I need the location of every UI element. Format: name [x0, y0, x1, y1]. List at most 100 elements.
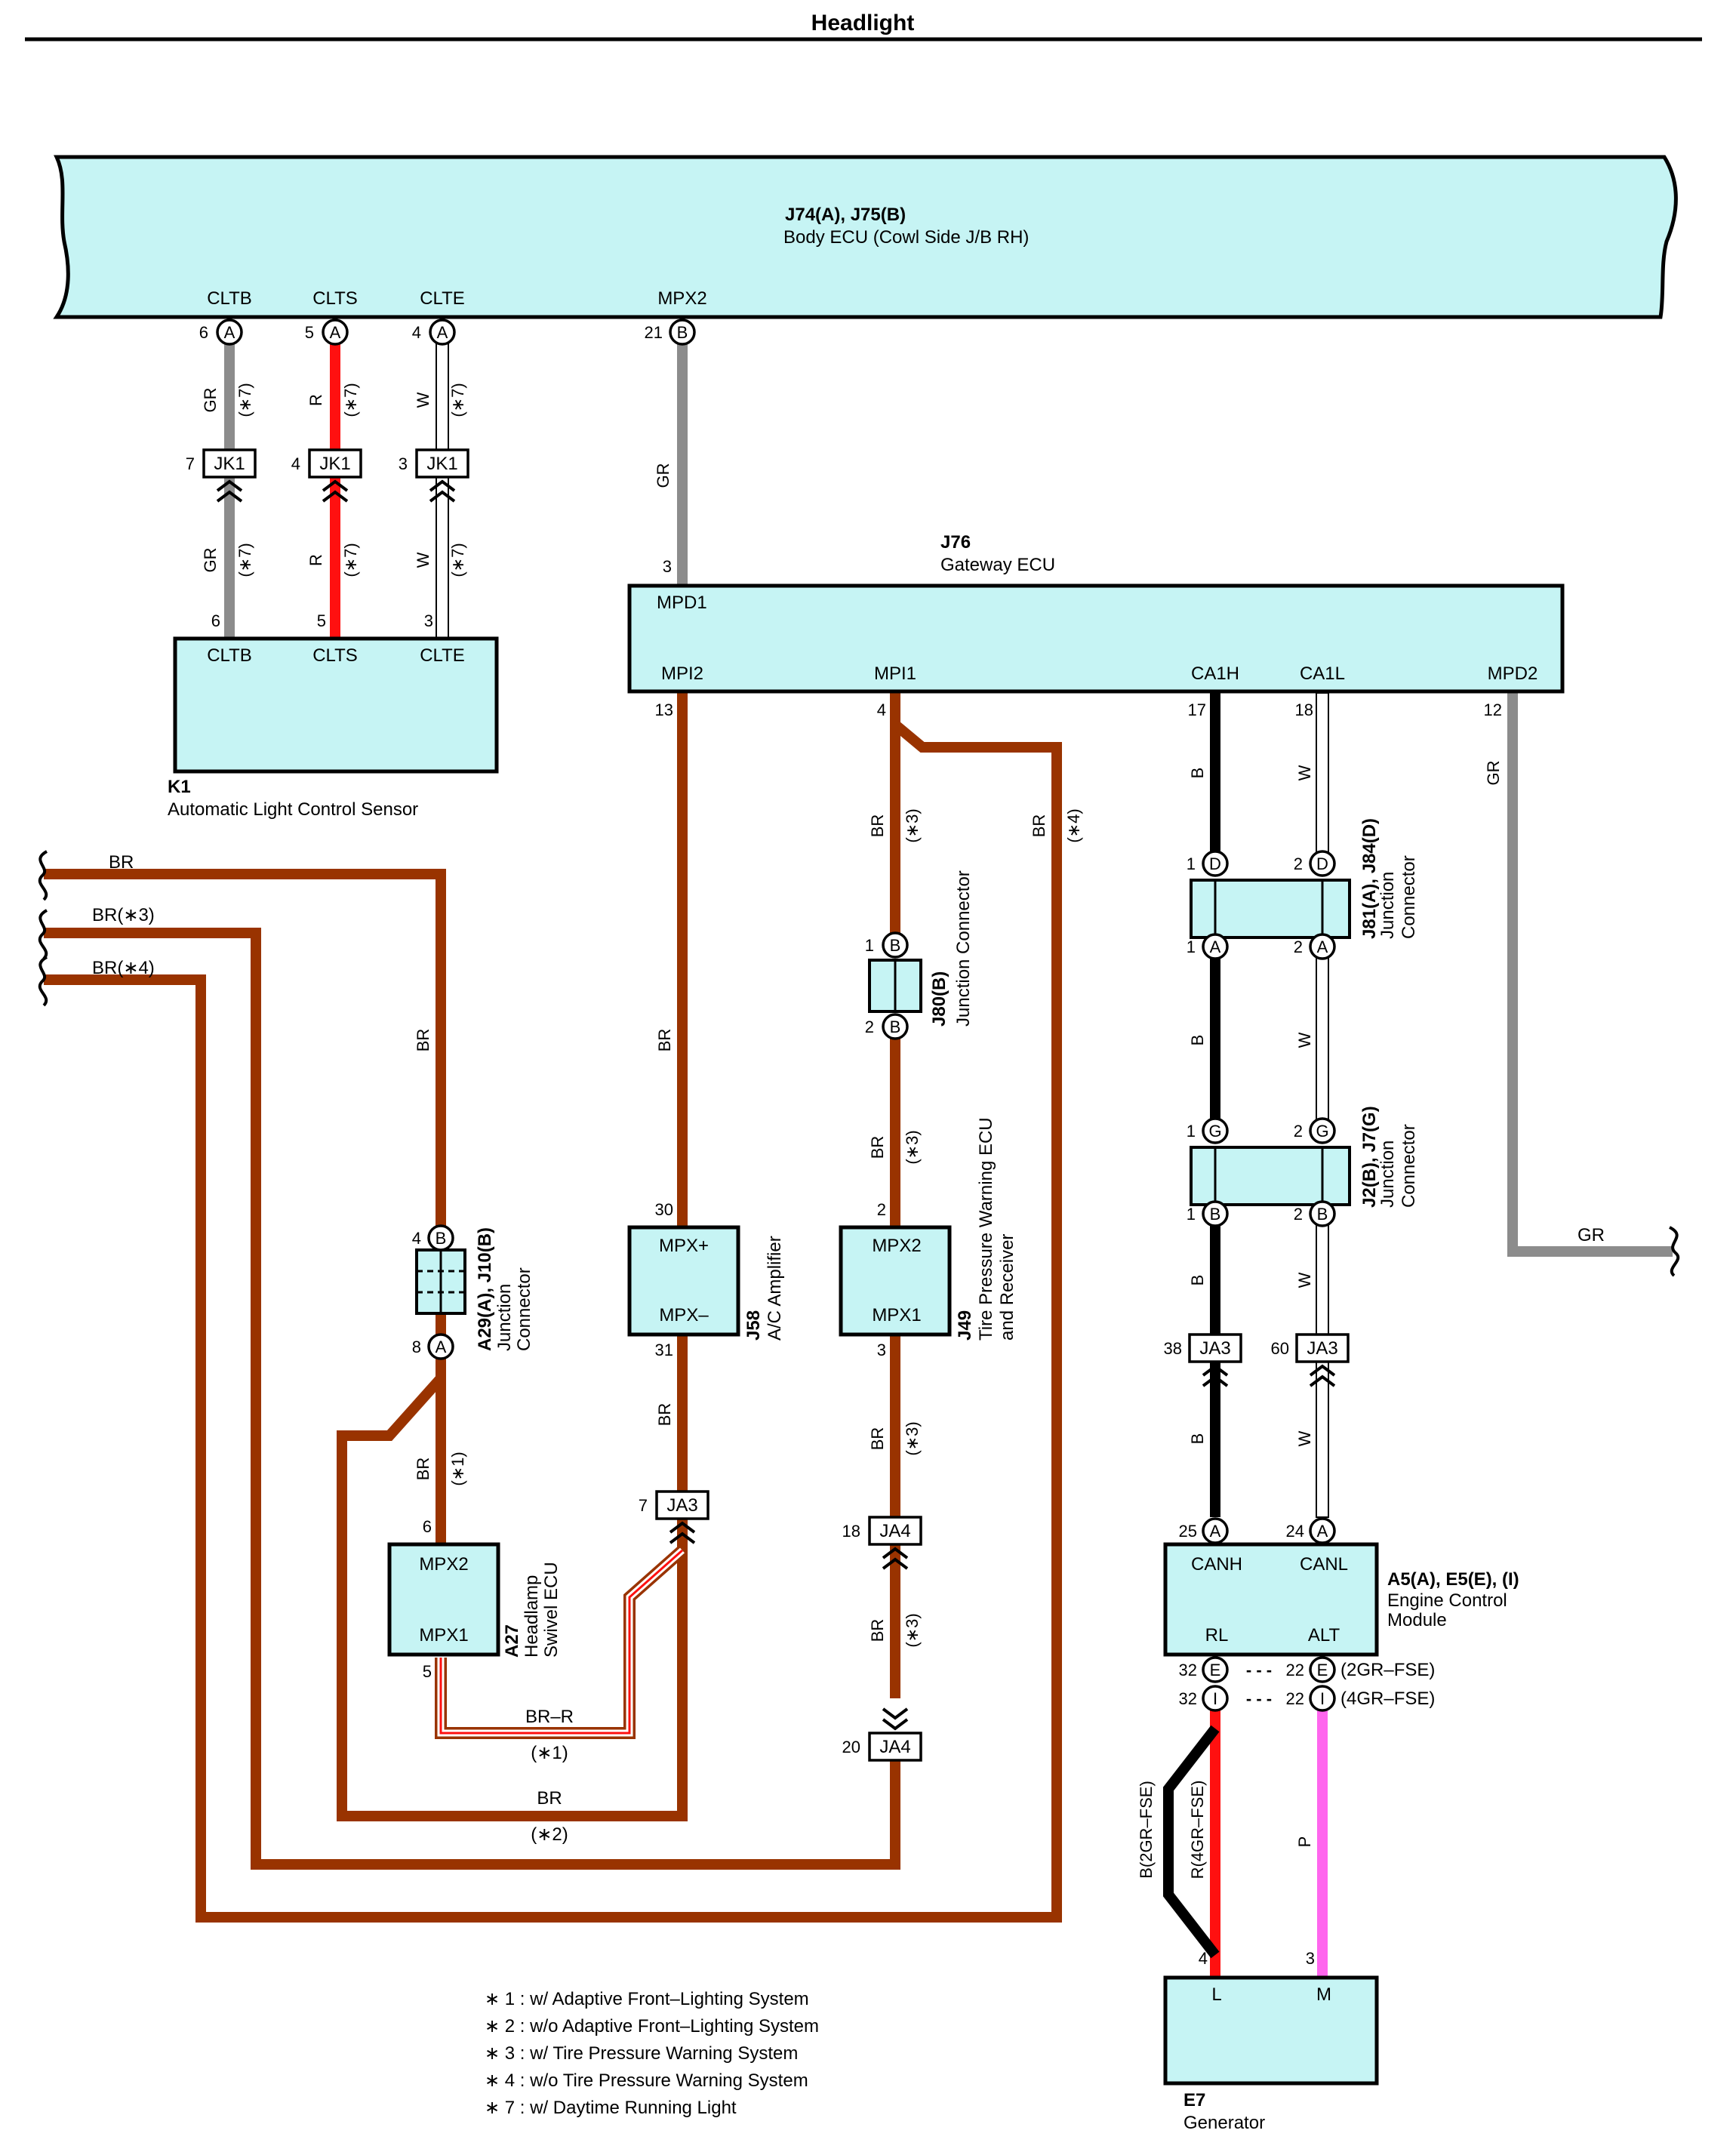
pin-circle [429, 319, 456, 346]
pin-letter: B [677, 323, 688, 342]
tpms-pin-mpx2: MPX2 [872, 1236, 921, 1256]
pin-number: 2 [1294, 937, 1303, 956]
generator-pin-l: L [1211, 1984, 1221, 2005]
pin-letter: D [1209, 854, 1221, 873]
swivel-ecu-box [387, 1542, 500, 1657]
ja3-label: JA3 [1199, 1338, 1230, 1359]
pin-number: 31 [655, 1341, 673, 1359]
wire-note: (∗3) [903, 808, 922, 842]
pin-letter: B [890, 1017, 901, 1036]
a29-name: Junction [494, 1284, 515, 1351]
pin-letter: A [1317, 937, 1328, 956]
pin-number: 1 [865, 936, 874, 955]
wire-rl-b [1163, 1725, 1220, 1959]
pin-number: 4 [412, 323, 421, 342]
wire-note: (∗7) [448, 383, 467, 417]
wire-note: (∗7) [341, 543, 360, 577]
pin-number: 6 [211, 611, 220, 630]
light-sensor-pin-clte: CLTE [420, 645, 465, 666]
jk1-connector-3: JK1 3 [399, 448, 469, 503]
j81-code: J81(A), J84(D) [1359, 818, 1380, 939]
ac-amplifier-code: J58 [743, 1310, 764, 1341]
wire-break-gr [1668, 1226, 1680, 1277]
pin-number: 6 [423, 1517, 432, 1536]
light-sensor-code: K1 [168, 777, 191, 797]
pin-letter: A [436, 1338, 447, 1356]
light-sensor-pin-cltb: CLTB [207, 645, 252, 666]
wire-note: (∗3) [903, 1421, 922, 1455]
wire-label: BR–R [525, 1707, 574, 1727]
wire-label: BR [868, 814, 887, 838]
pin-number: 4 [1199, 1949, 1208, 1968]
pin-circle [216, 319, 243, 346]
pin-letter: B [1210, 1205, 1221, 1224]
j80-name: Junction Connector [953, 870, 974, 1027]
pin-letter: B [436, 1229, 447, 1248]
wire-break-br [38, 850, 48, 901]
wire-label: B [1188, 1035, 1207, 1046]
page-title: Headlight [811, 11, 915, 35]
wire-label: W [414, 552, 432, 568]
footnote: ∗ 4 : w/o Tire Pressure Warning System [485, 2070, 808, 2091]
pin-letter: A [1210, 937, 1221, 956]
ecm-box [1163, 1542, 1379, 1657]
wire-note: (∗3) [903, 1130, 922, 1164]
swivel-ecu-pin-mpx2: MPX2 [419, 1554, 468, 1575]
footnote: ∗ 7 : w/ Daytime Running Light [485, 2098, 737, 2118]
ecm-code: A5(A), E5(E), (I) [1387, 1569, 1519, 1590]
light-sensor-box [173, 636, 499, 774]
wire-label: BR [109, 852, 134, 873]
pin-number: 1 [1187, 854, 1196, 873]
pin-letter: I [1320, 1689, 1325, 1708]
wire-label: B [1188, 1433, 1207, 1445]
pin-number: 3 [663, 557, 672, 576]
j2-code: J2(B), J7(G) [1359, 1106, 1380, 1208]
pin-number: 3 [877, 1341, 886, 1359]
pin-number: 12 [1484, 700, 1502, 719]
wire-label: BR [414, 1029, 432, 1052]
tpms-code: J49 [955, 1310, 975, 1341]
pin-number: 2 [1294, 854, 1303, 873]
body-ecu-name: Body ECU (Cowl Side J/B RH) [783, 227, 1029, 248]
pin-number: 4 [877, 700, 886, 719]
gateway-pin-mpi1: MPI1 [874, 663, 916, 684]
jk1-connector-2: JK1 4 [291, 448, 362, 503]
ac-pin-mpx-minus: MPX– [659, 1305, 709, 1325]
generator-code: E7 [1183, 2090, 1205, 2110]
ja3-connector-canh: JA3 38 [1164, 1333, 1242, 1387]
pin-number: 1 [1187, 1205, 1196, 1224]
pin-circle [1202, 1656, 1229, 1683]
pin-number: 3 [424, 611, 433, 630]
gateway-pin-mpd2: MPD2 [1488, 663, 1538, 684]
wire-ca1l-w-4 [1316, 1361, 1329, 1518]
pin-number: 32 [1179, 1689, 1197, 1708]
wire-label: R [306, 394, 325, 406]
j80-code: J80(B) [929, 971, 950, 1027]
wire-note: (∗4) [1064, 808, 1083, 842]
wire-label: GR [654, 463, 673, 488]
ja4-connector-upper: JA4 18 [842, 1516, 922, 1570]
ecm-pin-canl: CANL [1300, 1554, 1348, 1575]
pin-number: 1 [1187, 937, 1196, 956]
wire-label: BR [868, 1619, 887, 1642]
wire-label: BR(∗3) [92, 905, 155, 925]
pin-number: 32 [1179, 1661, 1197, 1679]
pin-number: 30 [655, 1200, 673, 1219]
pin-letter: A [437, 323, 448, 342]
wire-label: BR [1030, 814, 1048, 838]
swivel-ecu-code: A27 [502, 1624, 522, 1658]
ecm-pin-alt: ALT [1308, 1625, 1340, 1645]
ecm-pin-rl: RL [1205, 1625, 1229, 1645]
gateway-pin-ca1h: CA1H [1191, 663, 1239, 684]
body-ecu-pin-clte: CLTE [420, 288, 465, 309]
ac-amplifier-box [627, 1225, 740, 1337]
wire-label: GR [1484, 761, 1503, 786]
pin-number: 5 [317, 611, 326, 630]
wire-note: (∗3) [903, 1613, 922, 1647]
ja4-connector-lower: JA4 20 [842, 1707, 922, 1762]
ja3-connector-canl: JA3 60 [1271, 1333, 1350, 1387]
pin-circle [669, 319, 696, 346]
wire-label: W [1295, 1032, 1314, 1048]
wire-ca1l-w-2 [1316, 955, 1329, 1130]
